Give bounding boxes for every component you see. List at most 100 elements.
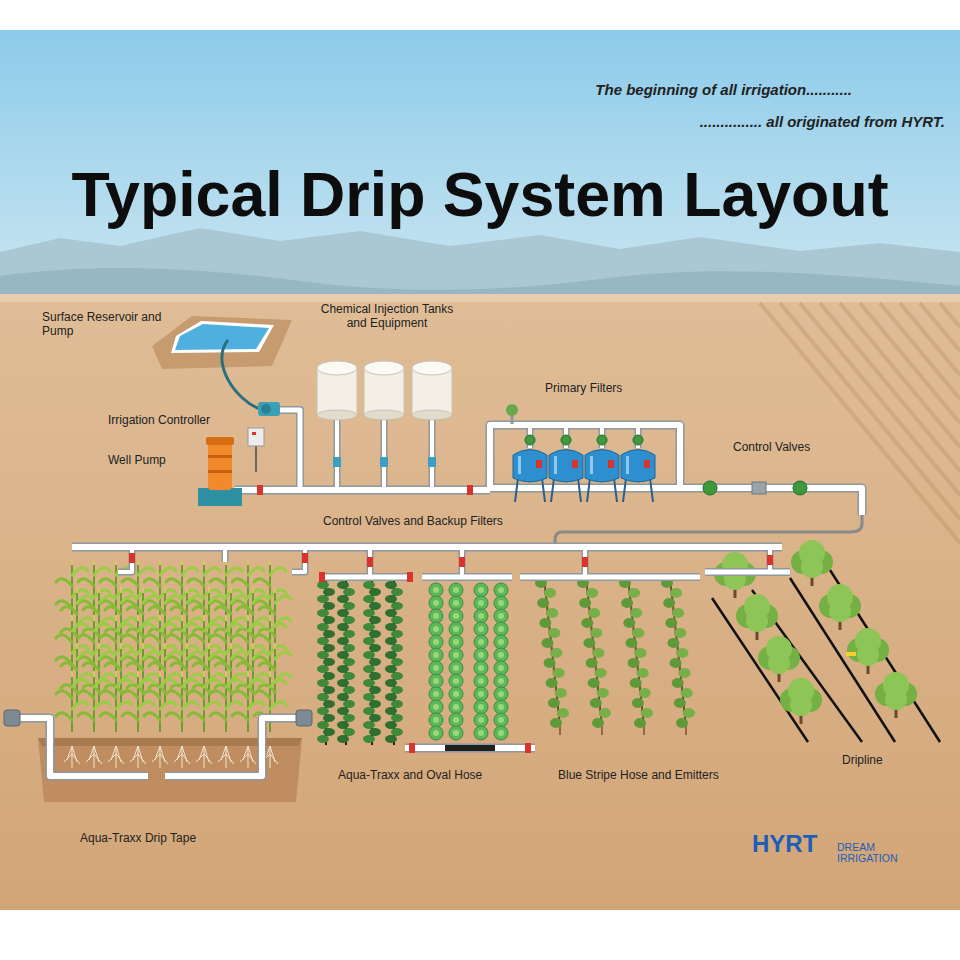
row-plant [391,672,403,680]
lettuce-heart [478,665,484,671]
corn-plant [210,671,242,732]
corn-leaf [94,568,110,575]
vine-foliage [553,668,565,678]
corn-leaf [182,568,198,575]
logo-mark: HYRT [752,830,834,858]
corn-leaf [121,652,137,659]
corn-plant [61,643,93,704]
pipe [72,544,782,550]
logo-text: DREAM IRRIGATION [837,842,913,864]
corn-leaf [215,607,231,614]
corn-tassel [115,615,117,621]
row-plant [323,630,335,638]
corn-leaf [248,680,264,687]
corn-leaf [94,624,110,631]
lettuce-head [474,635,488,649]
lettuce-bed [429,583,508,740]
corn-leaf [94,702,110,709]
corn-leaf [149,607,165,614]
lettuce-heart [478,639,484,645]
pipe [335,415,339,490]
bypass-line [555,515,862,547]
lettuce-head [474,596,488,610]
vine-foliage [550,718,562,728]
corn-plant [254,615,286,676]
field-furrow [820,303,960,471]
lettuce-head [474,713,488,727]
vine-foliage [665,618,677,628]
filter-valve [633,435,643,445]
row-plant [369,658,381,666]
corn-roots [130,746,146,768]
corn-leaf [187,652,203,659]
lettuce-head [449,661,463,675]
zone-valve [296,710,312,726]
part-label: Blue Stripe Hose and Emitters [558,769,788,783]
part-label: Well Pump [108,454,200,468]
row-plant [343,588,355,596]
corn-tassel [71,559,73,565]
pipe-outline [280,410,300,490]
row-plant [363,721,375,729]
reservoir [152,316,292,409]
corn-roots [218,746,234,768]
row-plant [337,581,349,589]
row-plant [343,728,355,736]
lettuce-head [449,726,463,740]
corn-tassel [115,671,117,677]
row-plant [337,721,349,729]
lettuce-heart [478,600,484,606]
air-valve-stem [511,416,514,424]
control-valve [793,481,807,495]
lettuce-heart [478,626,484,632]
filter-valve [597,435,607,445]
corn-plant [188,671,220,732]
corn-tassel [186,587,188,593]
row-plant [363,637,375,645]
corn-leaf [237,607,253,614]
lettuce-head [494,609,508,623]
valve [582,557,588,567]
corn-plant [83,643,115,704]
lettuce-head [474,726,488,740]
row-plant [337,735,349,743]
vine-foliage [555,688,567,698]
corn-leaf [226,702,242,709]
part-label: Aqua-Traxx Drip Tape [80,832,280,846]
lettuce-head [494,713,508,727]
lettuce-head [474,648,488,662]
corn-leaf [204,680,220,687]
row-crop [317,580,403,745]
lettuce-head [474,622,488,636]
row-plant [317,623,329,631]
vine-foliage [674,628,686,638]
row-plant [343,672,355,680]
lettuce-heart [478,691,484,697]
corn-leaf [166,691,182,698]
row-plant [317,707,329,715]
injector-valve [428,457,436,467]
tank-bottom [317,410,357,420]
corn-tassel [71,671,73,677]
row-plant [391,644,403,652]
part-label: Primary Filters [545,382,665,396]
part-label: Dripline [842,754,922,768]
lettuce-head [429,674,443,688]
corn-plant [193,643,225,704]
corn-leaf [83,663,99,670]
row-plant [337,665,349,673]
tank-top [317,361,357,375]
corn-leaf [231,652,247,659]
pipe-outline [520,573,700,581]
corn-tassel [120,643,122,649]
corn-tassel [203,615,205,621]
corn-leaf [83,607,99,614]
corn-tassel [269,559,271,565]
tagline: ............... all originated from HYRT… [552,113,945,130]
corn-leaf [165,652,181,659]
pipe [5,718,148,776]
lettuce-heart [453,678,459,684]
row-plant [391,602,403,610]
vine-foliage [544,658,556,668]
vine-foliage [546,678,558,688]
